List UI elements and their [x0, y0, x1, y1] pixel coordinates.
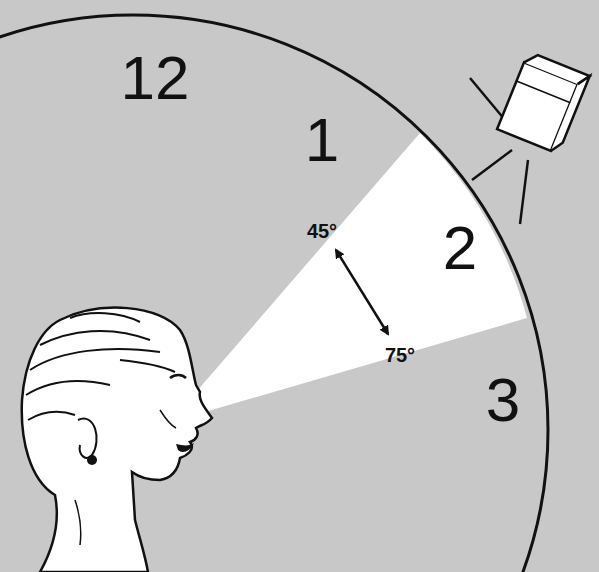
angle-label: 45° — [307, 221, 337, 241]
clock-number: 12 — [121, 47, 190, 109]
clock-number: 3 — [486, 369, 520, 431]
clock-number: 1 — [305, 109, 339, 171]
light-wedge — [196, 133, 527, 412]
camera — [470, 51, 590, 224]
angle-arrow — [336, 250, 388, 334]
angle-label: 75° — [385, 345, 415, 365]
clock-number: 2 — [443, 217, 477, 279]
woman-head — [22, 308, 212, 572]
clock-circle — [0, 15, 548, 572]
